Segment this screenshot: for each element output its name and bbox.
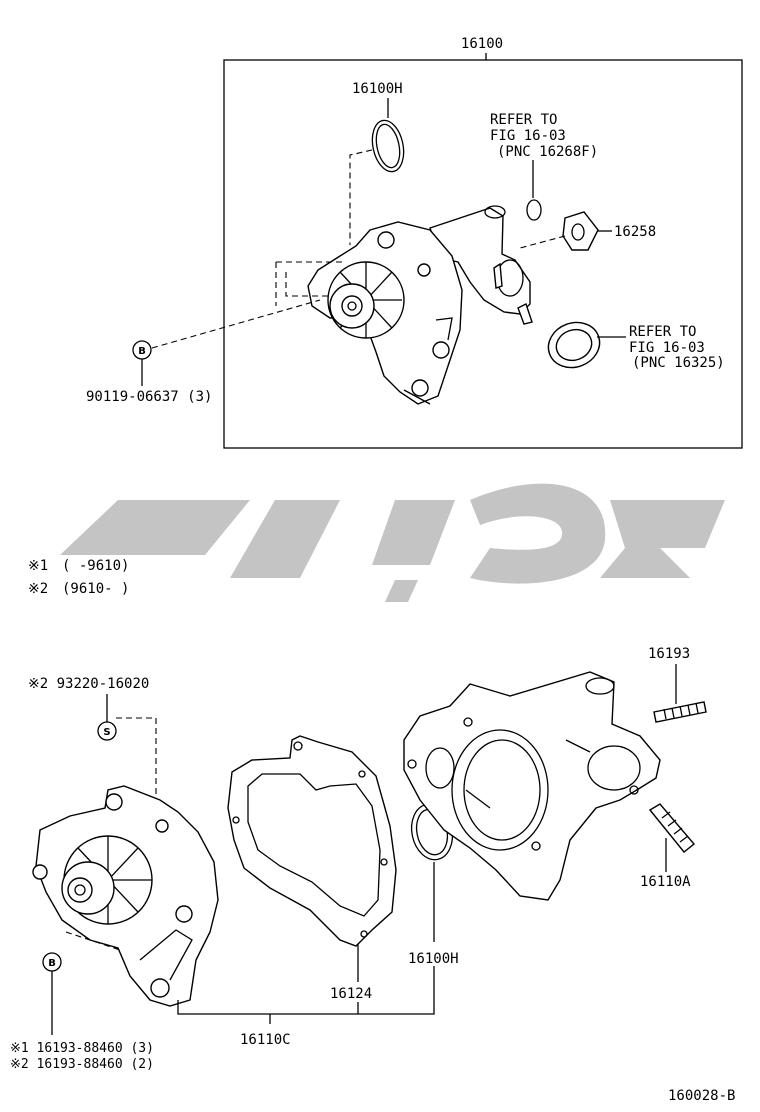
refer2-line3: (PNC 16325) xyxy=(632,355,725,371)
refer2-line1: REFER TO xyxy=(629,324,696,340)
note1-mark: ※1 xyxy=(28,558,48,574)
lower-bolt-code: B xyxy=(48,958,56,969)
stud-16193 xyxy=(653,701,707,723)
watermark-logo xyxy=(60,483,725,602)
note2-range: (9610- ) xyxy=(62,581,129,597)
figure-id: 160028-B xyxy=(668,1088,735,1104)
stud1-label: 16193 xyxy=(648,646,690,662)
refer2-line2: FIG 16-03 xyxy=(629,340,705,356)
water-outlet-housing xyxy=(403,671,661,901)
stud2-label: 16110A xyxy=(640,874,691,890)
refer1-line3: (PNC 16268F) xyxy=(497,144,598,160)
upper-oring xyxy=(371,119,405,173)
upper-oring-label: 16100H xyxy=(352,81,403,97)
upper-bolt-code: B xyxy=(138,346,146,357)
lower-oring-label: 16100H xyxy=(408,951,459,967)
lower-bolt-part1: ※1 16193-88460 (3) xyxy=(10,1041,154,1056)
lower-stud-code: S xyxy=(103,727,110,738)
pump-bracket xyxy=(177,966,435,1015)
lower-stud-part: ※2 93220-16020 xyxy=(28,676,149,692)
stud-16110a xyxy=(648,803,696,853)
assembly-number: 16100 xyxy=(461,36,503,52)
assembly-frame xyxy=(223,59,743,449)
upper-gasket-label: 16258 xyxy=(614,224,656,240)
note2-mark: ※2 xyxy=(28,581,48,597)
lower-stud-marker xyxy=(97,721,117,741)
lower-gasket-label: 16124 xyxy=(330,986,372,1002)
lower-pump-label: 16110C xyxy=(240,1032,291,1048)
small-oring xyxy=(526,199,542,221)
refer1-line2: FIG 16-03 xyxy=(490,128,566,144)
refer1-line1: REFER TO xyxy=(490,112,557,128)
lower-bolt-part2: ※2 16193-88460 (2) xyxy=(10,1057,154,1072)
lower-gasket xyxy=(227,735,397,947)
note1-range: ( -9610) xyxy=(62,558,129,574)
upper-gasket xyxy=(562,211,599,251)
upper-bolt-part: 90119-06637 (3) xyxy=(86,389,212,405)
lower-water-pump xyxy=(32,785,219,1007)
upper-water-pump xyxy=(307,205,533,405)
